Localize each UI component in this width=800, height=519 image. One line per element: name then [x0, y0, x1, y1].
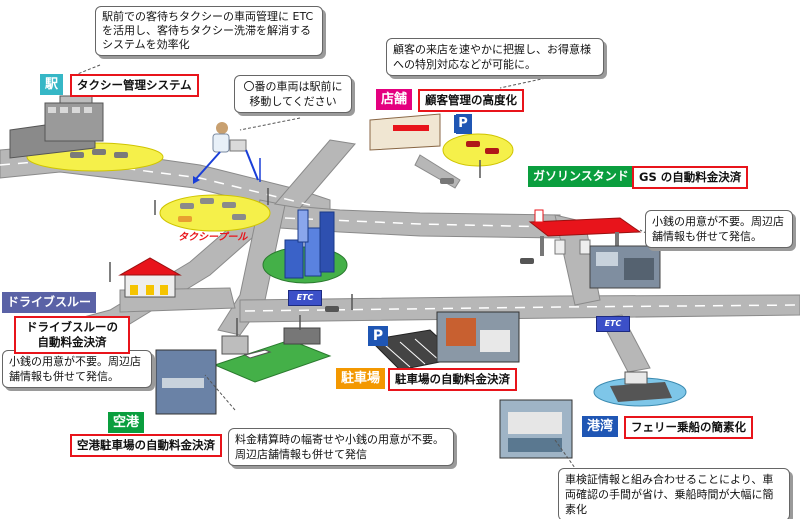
callout-connectors	[74, 64, 661, 476]
taxi-pool-label: タクシープール	[178, 232, 248, 243]
station-title: タクシー管理システム	[70, 74, 199, 97]
station-area	[9, 95, 164, 172]
station-tag: 駅	[40, 74, 64, 95]
store-parking-p-sign: P	[454, 115, 472, 133]
drive-thru-area	[109, 257, 182, 298]
parking-p-sign: P	[368, 326, 388, 346]
parking-title: 駐車場の自動料金決済	[388, 368, 517, 391]
station-note-callout: 駅前での客待ちタクシーの車両管理に ETC を活用し、客待ちタクシー洗滞を解消す…	[95, 6, 323, 56]
gas-title: GS の自動料金決済	[632, 166, 749, 189]
airport-tag: 空港	[108, 412, 145, 433]
parking-tag: 駐車場	[336, 368, 386, 389]
gas-note-callout: 小銭の用意が不要。周辺店舗情報も併せて発信。	[645, 210, 793, 248]
port-tag: 港湾	[582, 416, 619, 437]
parking-area	[325, 294, 520, 371]
gas-tag: ガソリンスタンド	[528, 166, 634, 187]
port-title: フェリー乗船の簡素化	[624, 416, 753, 439]
drive-tag: ドライブスルー	[2, 292, 97, 313]
store-note-callout: 顧客の来店を速やかに把握し、お得意様への特別対応などが可能に。	[386, 38, 604, 76]
etc-gate-city: ETC	[288, 290, 322, 306]
airport-area	[213, 315, 332, 383]
store-tag: 店舗	[376, 89, 413, 110]
road-network	[0, 139, 800, 373]
store-area	[369, 113, 514, 184]
port-note-callout: 車検証情報と組み合わせることにより、車両確認の手間が省け、乗船時間が大幅に簡素化	[558, 468, 790, 519]
etc-gate-port: ETC	[596, 316, 630, 332]
city-buildings	[262, 209, 348, 284]
port-area	[499, 371, 687, 459]
drive-title: ドライブスルーの自動料金決済	[14, 316, 130, 354]
drive-note-callout: 小銭の用意が不要。周辺店舗情報も併せて発信。	[2, 350, 152, 388]
airport-title: 空港駐車場の自動料金決済	[70, 434, 222, 457]
store-title: 顧客管理の高度化	[418, 89, 524, 112]
airport-photo-plane	[162, 378, 204, 388]
dispatch-operator	[193, 122, 261, 184]
dispatch-note-callout: 〇番の車両は駅前に移動してください	[234, 75, 352, 113]
airport-note-callout: 料金精算時の幅寄せや小銭の用意が不要。周辺店舗情報も併せて発信	[228, 428, 454, 466]
taxi-pool-area	[154, 188, 271, 232]
gas-station-area	[520, 209, 661, 289]
